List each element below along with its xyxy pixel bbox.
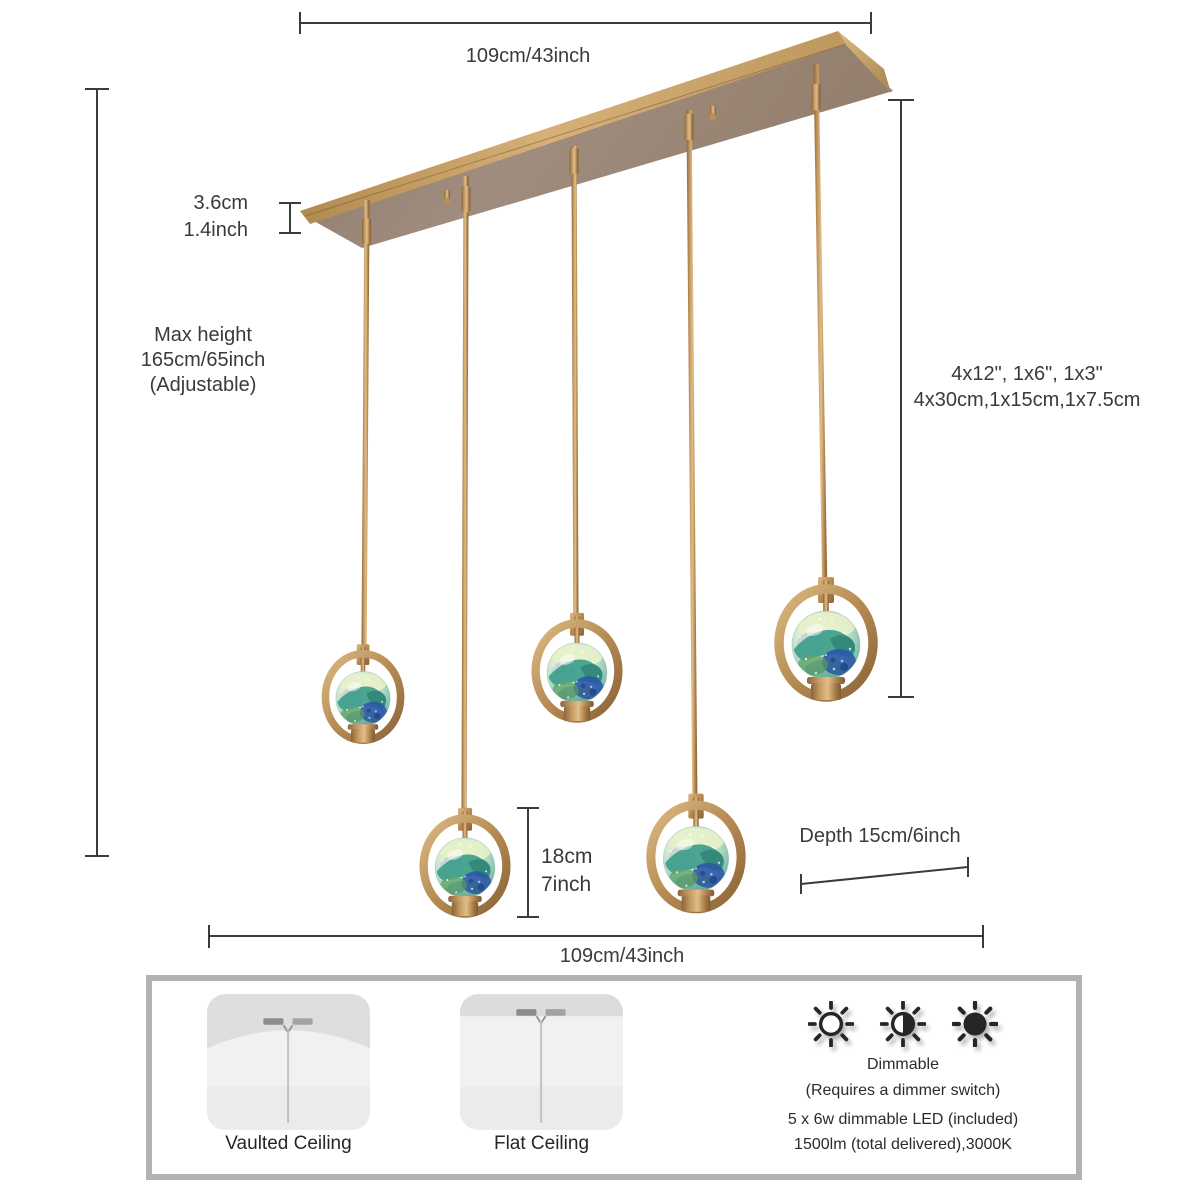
dimension-lines xyxy=(85,12,984,948)
dimension-rod-length-line xyxy=(888,99,914,698)
spec-block: Dimmable (Requires a dimmer switch) 5 x … xyxy=(743,1001,1063,1154)
top-width-label: 109cm/43inch xyxy=(465,45,591,67)
dimmable-icons xyxy=(743,1001,1063,1049)
pendant-2 xyxy=(424,808,507,916)
rod-1 xyxy=(361,200,370,655)
sun-outline-icon xyxy=(808,1001,854,1047)
dimmable-label: Dimmable xyxy=(866,1056,939,1073)
flat-ceiling-illustration xyxy=(460,994,623,1130)
rod-lengths-label: 4x12", 1x6", 1x3" 4x30cm,1x15cm,1x7.5cm xyxy=(913,363,1141,411)
lumen-spec: 1500lm (total delivered),3000K xyxy=(794,1136,1012,1153)
rod-2 xyxy=(461,176,469,830)
pendant-3 xyxy=(536,613,619,721)
pendants xyxy=(325,577,873,916)
canopy xyxy=(300,31,893,248)
dimmer-note: (Requires a dimmer switch) xyxy=(805,1082,1001,1099)
sun-filled-icon xyxy=(952,1001,998,1047)
dimension-depth-line xyxy=(800,857,969,894)
bottom-width-label: 109cm/43inch xyxy=(559,945,685,967)
dimension-max-height-line xyxy=(85,88,109,857)
vaulted-ceiling-card xyxy=(207,994,370,1130)
led-spec: 5 x 6w dimmable LED (included) xyxy=(787,1111,1019,1128)
dimension-bottom-width-line xyxy=(208,925,984,948)
flat-ceiling-label: Flat Ceiling xyxy=(493,1133,590,1154)
dimension-pendant-height-line xyxy=(517,807,539,918)
rod-5 xyxy=(813,64,828,602)
info-panel: Vaulted Ceiling Flat Ceiling xyxy=(146,975,1082,1180)
pendant-4 xyxy=(651,794,741,912)
rod-3 xyxy=(571,146,579,636)
canopy-screws xyxy=(443,106,717,205)
hanging-rods xyxy=(361,64,828,830)
pendant-1 xyxy=(325,644,400,742)
vaulted-ceiling-label: Vaulted Ceiling xyxy=(225,1133,352,1154)
rod-4 xyxy=(686,110,698,818)
dimension-canopy-thickness-line xyxy=(279,202,301,234)
pendant-height-label: 18cm 7inch xyxy=(541,845,593,896)
vaulted-ceiling-illustration xyxy=(207,994,370,1130)
sun-half-icon xyxy=(880,1001,926,1047)
depth-label: Depth 15cm/6inch xyxy=(799,825,961,847)
max-height-label: Max height 165cm/65inch (Adjustable) xyxy=(140,324,266,396)
pendant-5 xyxy=(779,577,873,700)
flat-ceiling-card xyxy=(460,994,623,1130)
canopy-thickness-label: 3.6cm 1.4inch xyxy=(183,192,249,241)
dimension-top-width-line xyxy=(299,12,872,34)
